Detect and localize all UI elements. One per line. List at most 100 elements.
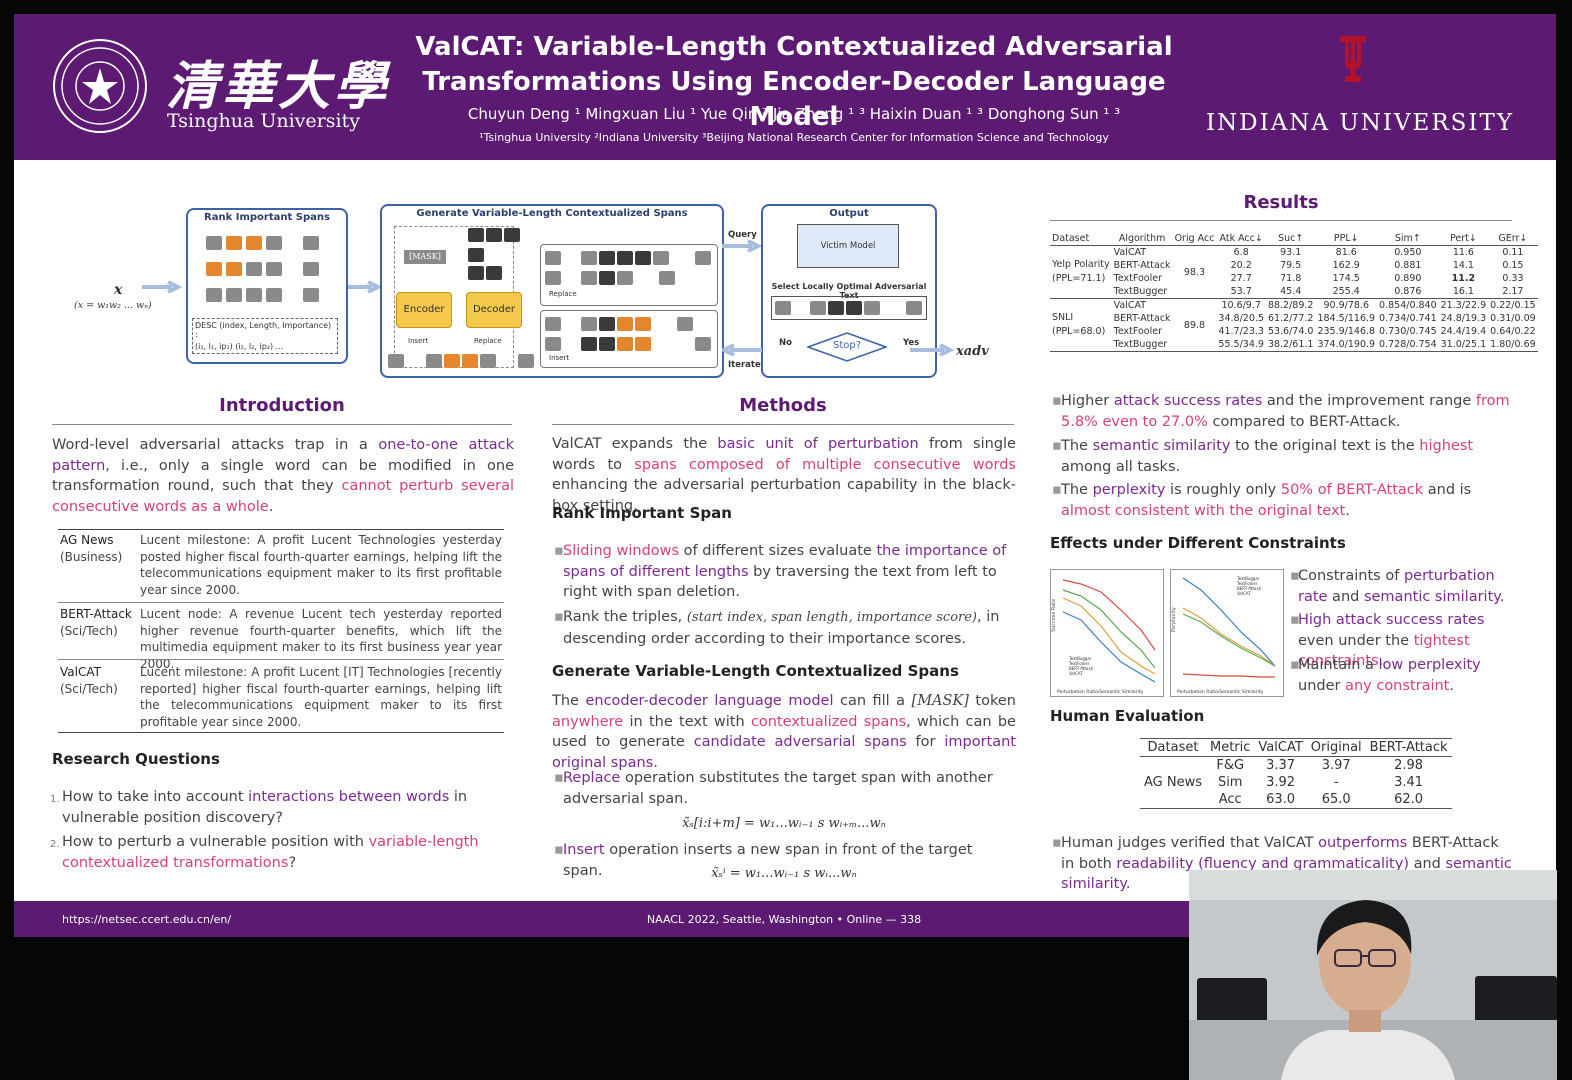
poster: 清華大學 Tsinghua University ValCAT: Variabl… (14, 14, 1556, 937)
effects-bullet-2: High attack success rates even under the… (1298, 610, 1518, 672)
token (246, 262, 262, 276)
divider (1050, 220, 1512, 221)
desc-tuples: (i₁, l₁, ip₁) (i₂, l₂, ip₂) ... (195, 342, 284, 351)
token (226, 236, 242, 250)
text: for (906, 734, 945, 750)
table-cell: 38.2/61.1 (1267, 339, 1314, 350)
divider (58, 732, 504, 733)
graph-ylabel: Perplexity (1171, 607, 1177, 632)
human-eval-table: Dataset Metric ValCAT Original BERT-Atta… (1140, 738, 1452, 809)
token (444, 354, 460, 368)
table-cell: 65.0 (1321, 792, 1351, 807)
token (581, 337, 597, 351)
replace-label: Replace (474, 337, 502, 345)
bullet: ▪ (1052, 393, 1062, 409)
highlight: semantic similarity (1363, 588, 1500, 605)
table-cell: 3.92 (1266, 775, 1296, 790)
token (303, 236, 319, 250)
text: Constraints of (1298, 568, 1404, 584)
token (906, 301, 922, 315)
text: is roughly only (1165, 482, 1281, 498)
research-questions-heading: Research Questions (52, 750, 220, 768)
table-cell: 11.2 (1451, 273, 1476, 284)
column-header: BERT-Attack (1369, 740, 1448, 755)
arrow-icon (142, 281, 182, 293)
example-bertattack-text: Lucent node: A revenue Lucent tech yeste… (140, 607, 502, 671)
highlight: one-to-one attack pattern (52, 437, 514, 474)
tsinghua-seal-icon (53, 39, 147, 133)
text: from single words to (552, 436, 1016, 473)
highlight: Insert (563, 842, 605, 858)
table-cell: 88.2/89.2 (1267, 300, 1314, 311)
table-cell: 63.0 (1266, 792, 1296, 807)
desc-box: DESC (index, Length, Importance) : (i₁, … (192, 318, 338, 354)
table-cell: F&G (1216, 758, 1245, 773)
table-cell: 21.3/22.9 (1440, 300, 1487, 311)
table-row: AG News F&G 3.37 3.97 2.98 (1140, 757, 1452, 790)
token (617, 271, 633, 285)
divider (58, 602, 504, 603)
table-row: Yelp Polarity(PPL=71.1) ValCAT 98.3 6.8 … (1050, 246, 1538, 284)
highlight: low perplexity (1378, 657, 1481, 673)
encoder-block: Encoder (396, 292, 452, 328)
table-cell: 34.8/20.5 (1218, 313, 1264, 324)
table-cell: 24.4/19.4 (1440, 326, 1487, 337)
token (206, 236, 222, 250)
bertattack-line (1182, 613, 1276, 667)
table-row: TextBugger 55.5/34.9 38.2/61.1 374.0/190… (1050, 338, 1538, 352)
list-number: 2. (50, 839, 60, 850)
token (695, 337, 711, 351)
text: How to take into account (62, 789, 249, 805)
query-label: Query (728, 230, 757, 240)
insert-caption: Insert (549, 354, 570, 362)
table-cell: AG News (1144, 775, 1202, 790)
title-line-2: Transformations Using Encoder-Decoder La… (422, 67, 1166, 132)
table-cell: 0.64/0.22 (1490, 326, 1536, 337)
table-cell: 3.41 (1394, 775, 1424, 790)
insert-bullet: Insert operation inserts a new span in f… (563, 840, 1015, 881)
column-header: Metric (1210, 740, 1251, 755)
legend-item: TextBugger (1068, 656, 1092, 661)
table-header-row: Dataset Metric ValCAT Original BERT-Atta… (1140, 738, 1452, 757)
table-cell: 98.3 (1183, 266, 1206, 278)
output-title: Output (829, 208, 869, 219)
token (480, 354, 496, 368)
divider (58, 659, 504, 660)
text: and (1327, 588, 1364, 605)
divider (52, 424, 512, 425)
arrow-icon (722, 240, 762, 252)
desc-line: DESC (index, Length, Importance) : (195, 321, 332, 339)
result-bullet-2: The semantic similarity to the original … (1061, 436, 1515, 477)
table-cell: 14.1 (1452, 260, 1474, 271)
token (545, 251, 561, 265)
table-cell: 31.0/25.1 (1440, 339, 1487, 350)
text: token (968, 693, 1016, 709)
token (545, 337, 561, 351)
insert-equation: x̃ₛⁱ = w₁...wᵢ₋₁ s wᵢ...wₙ (711, 866, 857, 881)
human-eval-bullet: Human judges verified that ValCAT outper… (1061, 833, 1515, 895)
graph-xlabel: Perturbation Ratio/Semantic Similarity (1177, 689, 1264, 695)
valcat-line (1062, 579, 1156, 651)
bullet: ▪ (554, 842, 564, 858)
highlight: important original spans (552, 734, 1016, 771)
graph-xlabel: Perturbation Ratio/Semantic Similarity (1057, 689, 1144, 695)
text: BERT-Attack in both (1061, 835, 1499, 872)
example-tag: (Business) (60, 549, 123, 564)
table-cell: - (1333, 775, 1339, 790)
legend-item: ValCAT (1069, 671, 1083, 676)
table-cell: 0.22/0.15 (1490, 300, 1536, 311)
table-row: TextFooler 27.7 71.8 174.5 0.890 11.2 0.… (1050, 272, 1538, 285)
highlight: the importance of spans of different len… (563, 543, 1007, 580)
column-header: Sim↑ (1394, 233, 1421, 244)
valcat-line (1182, 673, 1275, 678)
token (388, 354, 404, 368)
poster-title: ValCAT: Variable-Length Contextualized A… (374, 30, 1214, 135)
tsinghua-logo-english: Tsinghua University (167, 110, 360, 132)
table-cell: 62.0 (1394, 792, 1424, 807)
rank-bullet-1: Sliding windows of different sizes evalu… (563, 541, 1015, 603)
text: compared to BERT-Attack. (1207, 413, 1401, 430)
select-label: Select Locally Optimal Adversarial Text (771, 282, 927, 300)
token (828, 301, 844, 315)
bullet: ▪ (554, 770, 564, 786)
replace-bullet: Replace operation substitutes the target… (563, 768, 1015, 809)
